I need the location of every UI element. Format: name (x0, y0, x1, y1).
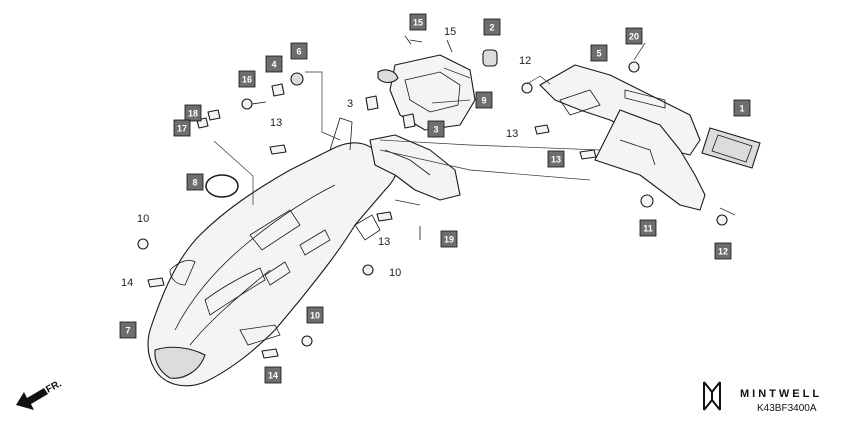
svg-text:11: 11 (643, 224, 653, 234)
svg-text:15: 15 (413, 18, 423, 28)
front-direction-arrow: FR. (16, 378, 64, 410)
diagram-code: K43BF3400A (757, 403, 817, 414)
svg-text:10: 10 (310, 311, 320, 321)
callout-13-mid: 13 (506, 128, 518, 140)
svg-text:13: 13 (551, 155, 561, 165)
callout-box-20: 20 (625, 27, 643, 45)
svg-text:9: 9 (481, 96, 486, 106)
svg-text:4: 4 (271, 60, 276, 70)
license-bracket (539, 64, 706, 211)
callout-10-left: 10 (137, 213, 149, 225)
svg-text:2: 2 (489, 23, 494, 33)
callout-box-16: 16 (238, 70, 256, 88)
callout-box-5: 5 (590, 44, 608, 62)
svg-text:FR.: FR. (44, 378, 64, 395)
brand-name: MINTWELL (740, 388, 822, 400)
brand-logo: MINTWELL K43BF3400A (703, 381, 822, 414)
callout-14: 14 (121, 277, 133, 289)
svg-text:17: 17 (177, 124, 187, 134)
reflector (701, 127, 761, 169)
callout-box-3: 3 (427, 120, 445, 138)
callout-10-mid: 10 (389, 267, 401, 279)
plain-callouts: 15 12 3 13 13 10 13 10 14 (121, 26, 531, 289)
callout-box-6: 6 (290, 42, 308, 60)
svg-text:18: 18 (188, 109, 198, 119)
svg-text:5: 5 (596, 49, 601, 59)
callout-15: 15 (444, 26, 456, 38)
callout-box-4: 4 (265, 55, 283, 73)
leader-lines (213, 42, 736, 216)
rear-fender (147, 117, 398, 387)
svg-text:19: 19 (444, 235, 454, 245)
callout-box-9: 9 (475, 91, 493, 109)
svg-text:3: 3 (433, 125, 438, 135)
callout-box-19: 19 (440, 230, 458, 248)
svg-text:7: 7 (125, 326, 130, 336)
callout-box-2: 2 (483, 18, 501, 36)
callout-box-18: 18 (184, 104, 202, 122)
callout-12: 12 (519, 55, 531, 67)
callout-box-1: 1 (733, 99, 751, 117)
callout-box-17: 17 (173, 119, 191, 137)
callout-13-lower: 13 (378, 236, 390, 248)
boxed-callouts: 15 2 20 6 4 16 5 1 18 17 9 3 13 8 19 11 … (119, 13, 751, 384)
svg-text:20: 20 (629, 32, 639, 42)
svg-text:8: 8 (192, 178, 197, 188)
callout-box-11: 11 (639, 219, 657, 237)
callout-3: 3 (347, 98, 353, 110)
callout-13-left: 13 (270, 117, 282, 129)
hardware (137, 35, 728, 359)
svg-text:12: 12 (718, 247, 728, 257)
callout-box-10: 10 (306, 306, 324, 324)
callout-box-12: 12 (714, 242, 732, 260)
svg-text:6: 6 (296, 47, 301, 57)
o-ring (205, 174, 239, 198)
callout-box-7: 7 (119, 321, 137, 339)
callout-box-15: 15 (409, 13, 427, 31)
callout-box-13: 13 (547, 150, 565, 168)
svg-text:1: 1 (739, 104, 744, 114)
inner-bracket (369, 54, 476, 201)
svg-text:16: 16 (242, 75, 252, 85)
callout-box-8: 8 (186, 173, 204, 191)
callout-box-14: 14 (264, 366, 282, 384)
svg-text:14: 14 (268, 371, 278, 381)
